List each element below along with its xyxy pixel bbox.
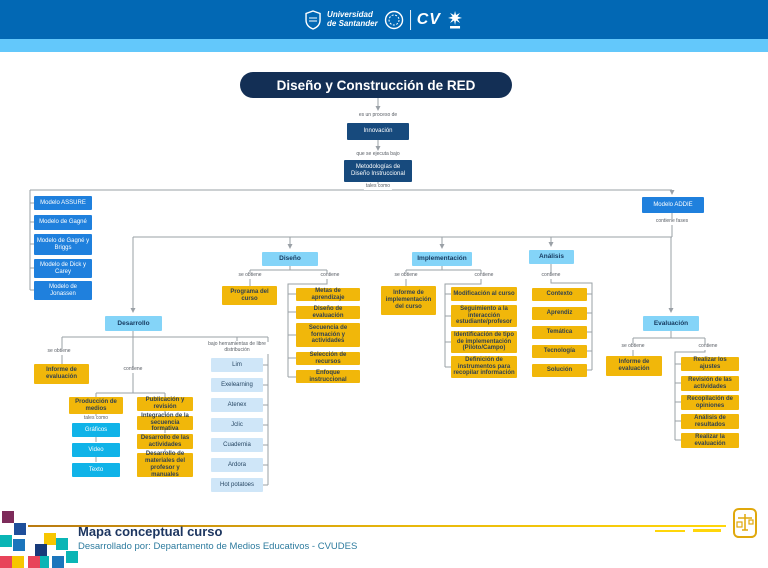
phase-diseno: Diseño xyxy=(262,252,318,266)
node-tool-cuadernia: Cuadernia xyxy=(211,438,263,452)
node-tool-lim: Lim xyxy=(211,358,263,372)
mosaic-square xyxy=(66,551,78,563)
node-diseno-evaluacion: Diseño de evaluación xyxy=(296,306,360,319)
cvudes-emblem-icon xyxy=(733,508,757,538)
node-analisis-resultados: Análisis de resultados xyxy=(681,414,739,429)
node-texto: Texto xyxy=(72,463,120,477)
university-name-line2: de Santander xyxy=(327,18,378,28)
seal-icon xyxy=(384,10,403,29)
node-solucion: Solución xyxy=(532,364,587,377)
node-modelo-gagne-briggs: Modelo de Gagné y Briggs xyxy=(34,234,92,255)
node-desarrollo-materiales: Desarrollo de materiales del profesor y … xyxy=(137,451,193,478)
mosaic-square xyxy=(52,556,64,568)
node-realizar-ajustes: Realizar los ajustes xyxy=(681,357,739,371)
mosaic-square xyxy=(0,535,12,547)
phase-evaluacion: Evaluación xyxy=(643,316,699,331)
label-impl-obtains: se obtiene xyxy=(392,272,420,279)
label-process: es un proceso de xyxy=(356,112,400,119)
node-tematica: Temática xyxy=(532,326,587,339)
node-enfoque-instruccional: Enfoque instruccional xyxy=(296,370,360,383)
node-modelo-assure: Modelo ASSURE xyxy=(34,196,92,210)
node-seguimiento-interaccion: Seguimiento a la interacción estudiante/… xyxy=(451,305,517,327)
node-recopilacion-opiniones: Recopilación de opiniones xyxy=(681,395,739,410)
cv-logo: CV xyxy=(416,10,441,28)
node-modelo-dick-carey: Modelo de Dick y Carey xyxy=(34,259,92,278)
mosaic-square xyxy=(44,533,56,545)
light-blue-bar xyxy=(0,39,768,52)
node-graficos: Gráficos xyxy=(72,423,120,437)
footer-gold-dash xyxy=(655,530,685,532)
node-programa-curso: Programa del curso xyxy=(222,286,277,305)
footer-title: Mapa conceptual curso xyxy=(78,524,223,539)
mosaic-square xyxy=(0,556,12,568)
label-eval-contains: contiene xyxy=(696,343,720,350)
footer-gold-line xyxy=(28,525,726,527)
phase-desarrollo: Desarrollo xyxy=(105,316,162,331)
map-title: Diseño y Construcción de RED xyxy=(240,72,512,98)
shield-icon xyxy=(305,9,321,30)
label-des-contains: contiene xyxy=(121,366,145,373)
mosaic-square xyxy=(12,556,24,568)
mosaic-square xyxy=(14,523,26,535)
node-modificacion-curso: Modificación al curso xyxy=(451,287,517,301)
node-revision-actividades: Revisión de las actividades xyxy=(681,376,739,391)
phase-implementacion: Implementación xyxy=(412,252,472,266)
node-metas-aprendizaje: Metas de aprendizaje xyxy=(296,288,360,301)
node-tool-hot-potatoes: Hot potatoes xyxy=(211,478,263,492)
node-identificacion-tipo: Identificación de tipo de implementación… xyxy=(451,331,517,353)
logo-divider xyxy=(409,9,411,30)
phase-analisis: Análisis xyxy=(529,250,574,264)
node-contexto: Contexto xyxy=(532,288,587,301)
node-video: Video xyxy=(72,443,120,457)
mosaic-square xyxy=(28,556,40,568)
node-tecnologia: Tecnología xyxy=(532,345,587,358)
mosaic-square xyxy=(35,544,47,556)
node-produccion-medios: Producción de medios xyxy=(69,397,123,414)
header-bar: Universidad de Santander CV xyxy=(0,0,768,39)
starburst-icon xyxy=(447,10,462,28)
university-logo: Universidad de Santander CV xyxy=(305,6,463,33)
mosaic-square xyxy=(2,511,14,523)
university-name: Universidad de Santander xyxy=(327,10,378,28)
node-modelo-addie: Modelo ADDIE xyxy=(642,197,704,213)
node-tool-exelearning: Exelearning xyxy=(211,378,263,392)
node-desarrollo-actividades: Desarrollo de las actividades xyxy=(137,434,193,449)
node-informe-implementacion: Informe de implementación del curso xyxy=(381,286,436,315)
node-definicion-instrumentos: Definición de instrumentos para recopila… xyxy=(451,356,517,378)
label-analisis-contains: contiene xyxy=(539,272,563,279)
label-such-as: tales como xyxy=(363,183,393,190)
footer-gold-dash xyxy=(693,529,721,532)
node-seleccion-recursos: Selección de recursos xyxy=(296,352,360,365)
label-des-obtains: se obtiene xyxy=(45,348,73,355)
node-modelo-jonassen: Modelo de Jonassen xyxy=(34,281,92,300)
node-publicacion-revision: Publicación y revisión xyxy=(137,397,193,411)
node-realizar-evaluacion: Realizar la evaluación xyxy=(681,433,739,448)
label-under: que se ejecuta bajo xyxy=(354,151,402,158)
node-tool-ardora: Ardora xyxy=(211,458,263,472)
footer-subtitle: Desarrollado por: Departamento de Medios… xyxy=(78,541,358,552)
label-diseno-contains: contiene xyxy=(318,272,342,279)
mosaic-square xyxy=(13,539,25,551)
university-name-line1: Universidad xyxy=(327,10,373,20)
mosaic-square xyxy=(56,538,68,550)
label-media-such-as: tales como xyxy=(81,415,111,422)
label-tools: bajo herramientas de libre distribución xyxy=(205,341,269,354)
node-tool-atenex: Atenex xyxy=(211,398,263,412)
mosaic-square xyxy=(37,556,49,568)
label-contains-phases: contiene fases xyxy=(653,218,691,225)
label-impl-contains: contiene xyxy=(472,272,496,279)
label-eval-obtains: se obtiene xyxy=(619,343,647,350)
label-diseno-obtains: se obtiene xyxy=(236,272,264,279)
node-modelo-gagne: Modelo de Gagné xyxy=(34,215,92,230)
node-metodologias: Metodologías de Diseño Instruccional xyxy=(344,160,412,182)
node-informe-evaluacion-eval: Informe de evaluación xyxy=(606,356,662,376)
node-secuencia-formacion: Secuencia de formación y actividades xyxy=(296,323,360,347)
node-innovacion: Innovación xyxy=(347,123,409,140)
node-tool-jclic: Jclic xyxy=(211,418,263,432)
node-aprendiz: Aprendiz xyxy=(532,307,587,320)
node-informe-evaluacion-des: Informe de evaluación xyxy=(34,364,89,384)
node-integracion-secuencia: Integración de la secuencia formativa xyxy=(137,413,193,432)
